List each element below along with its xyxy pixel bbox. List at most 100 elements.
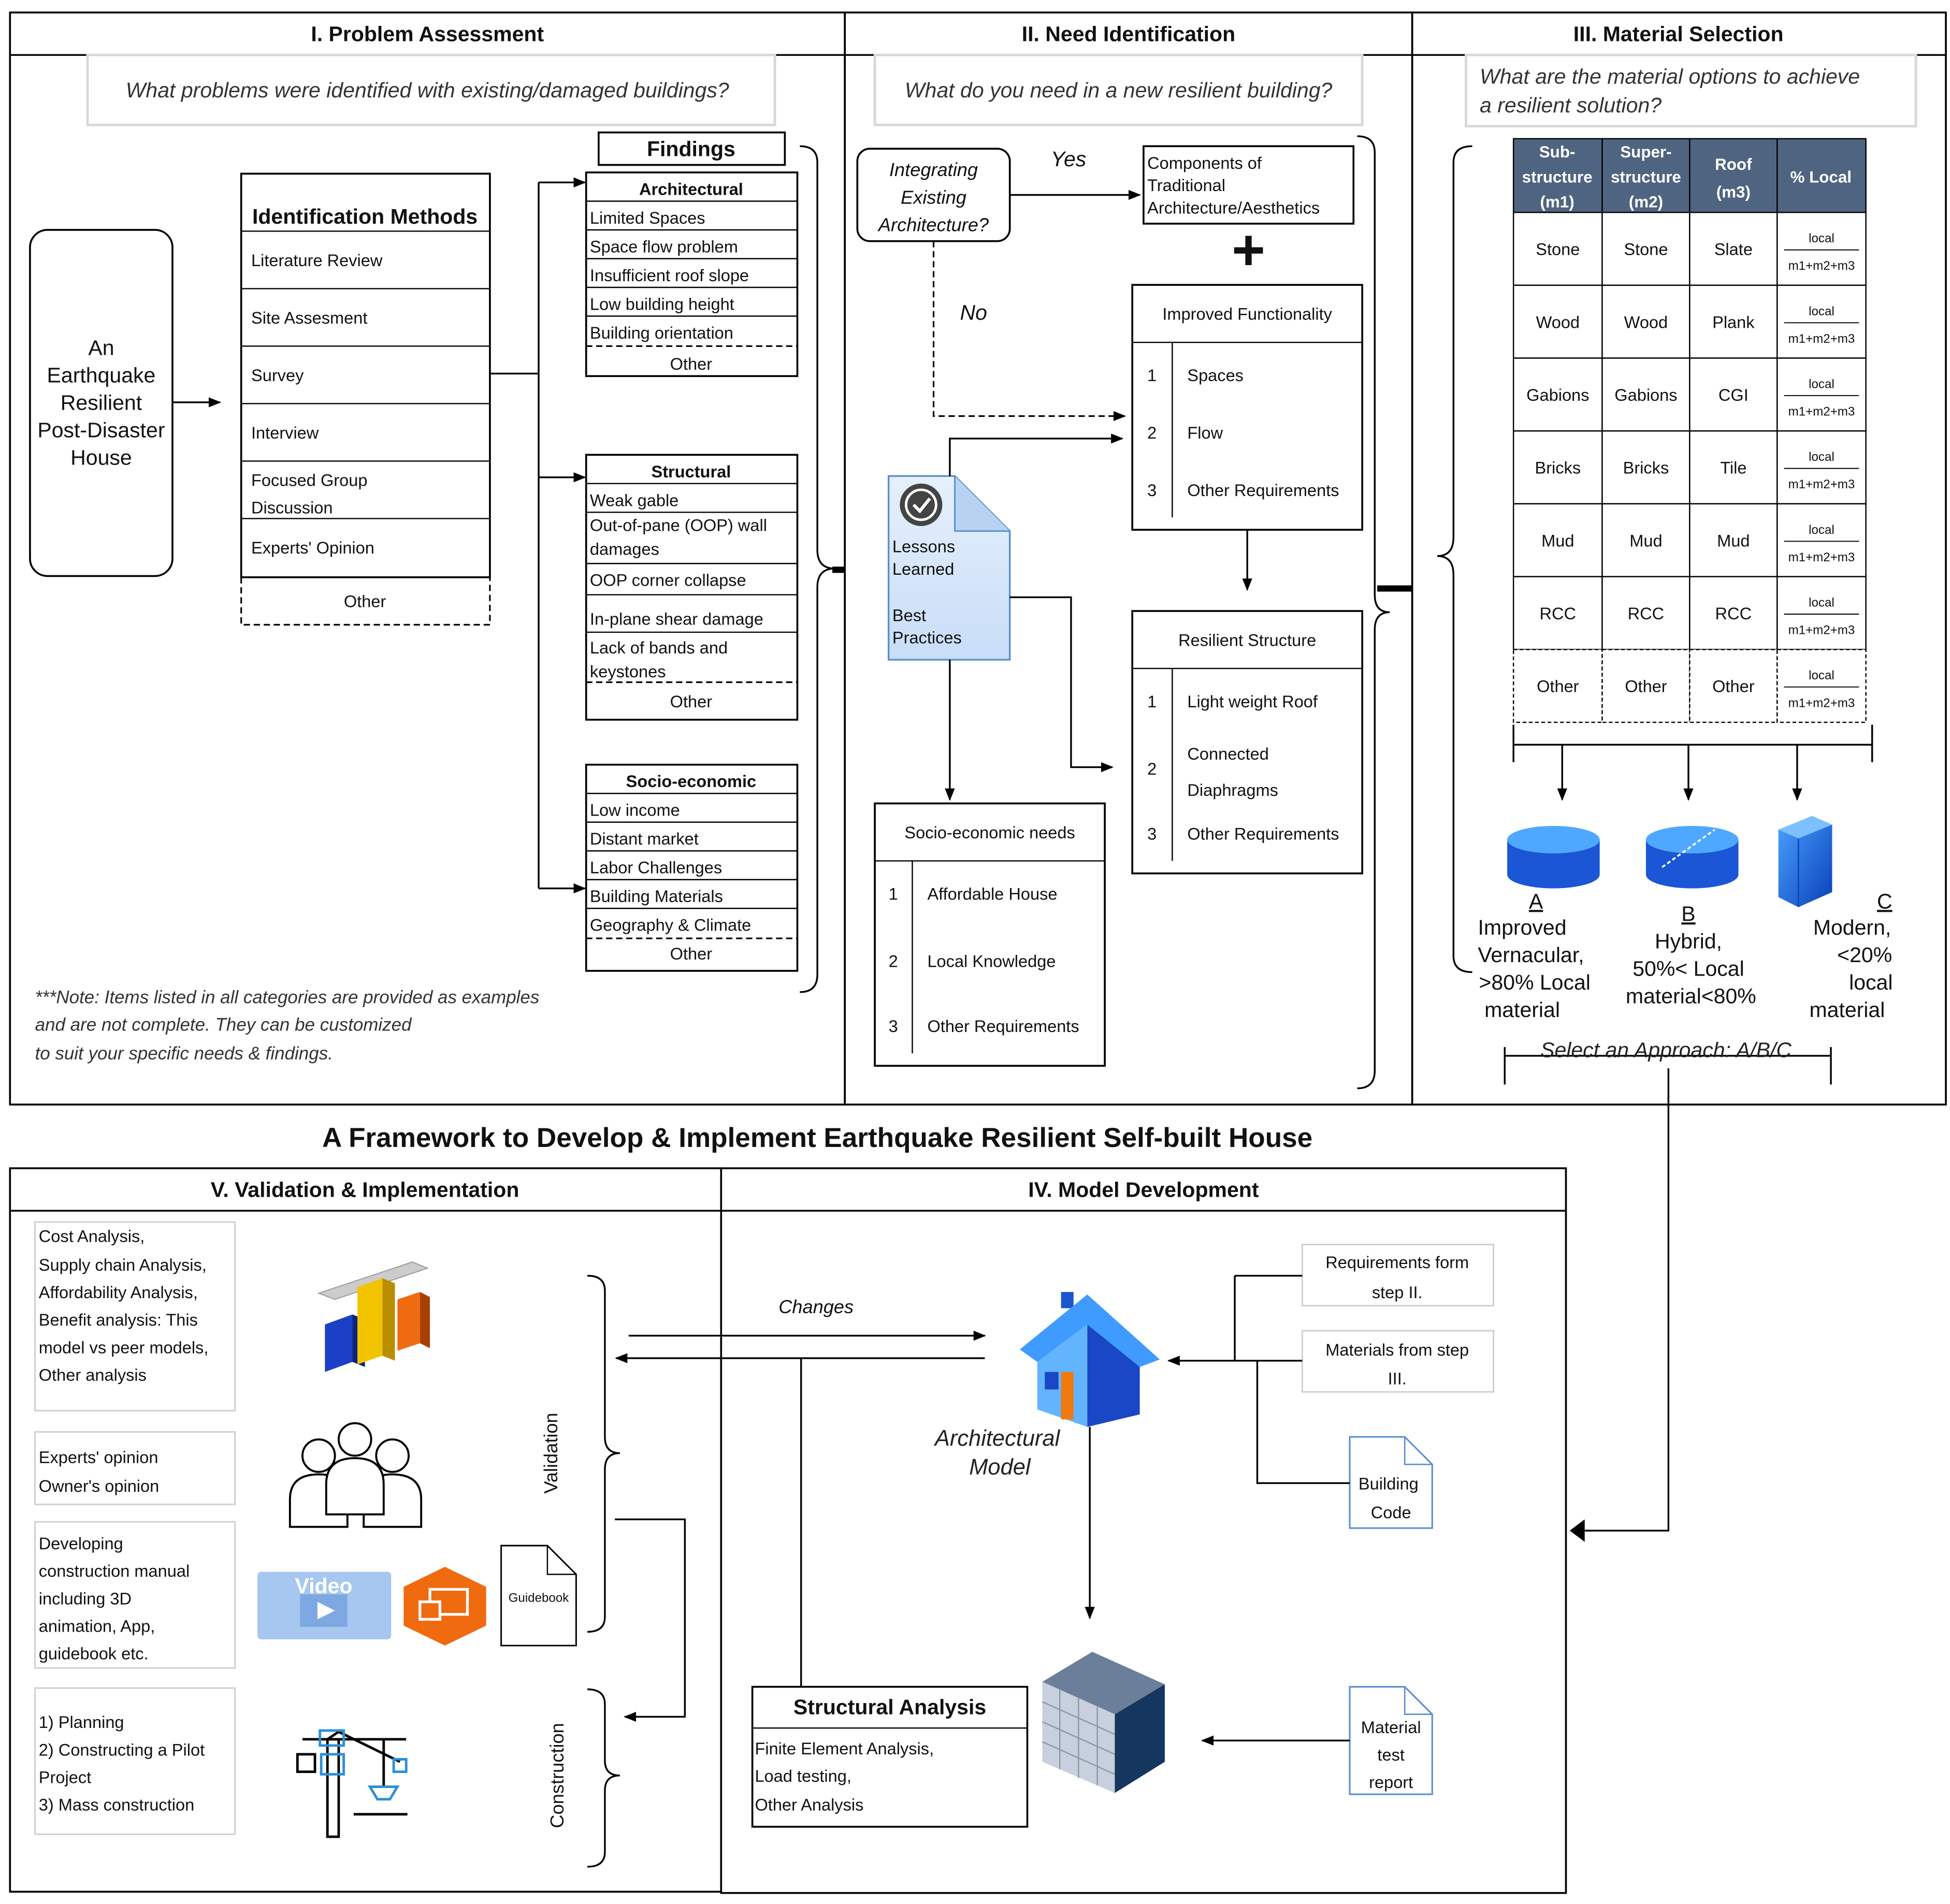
option-letter: B	[1681, 902, 1695, 925]
material-cell: Wood	[1624, 313, 1668, 331]
construction-text: 3) Mass construction	[39, 1795, 194, 1814]
item-number: 3	[1147, 481, 1157, 500]
option-text: Hybrid,	[1655, 929, 1722, 953]
table-cell	[1776, 430, 1867, 505]
components-text: Architecture/Aesthetics	[1147, 199, 1320, 217]
section-validation-implementation: V. Validation & Implementation Cost Anal…	[9, 1167, 723, 1893]
material-cell: Stone	[1536, 240, 1580, 259]
fraction-denominator: m1+m2+m3	[1788, 332, 1855, 346]
requirements-text: Requirements form	[1325, 1253, 1469, 1272]
video-icon: Video	[257, 1572, 392, 1639]
material-cell: Stone	[1624, 240, 1668, 259]
table-cell	[1776, 284, 1867, 359]
method-item: Literature Review	[251, 251, 383, 270]
need-item: Diaphragms	[1187, 781, 1278, 800]
section-title: III. Material Selection	[1573, 22, 1784, 46]
material-cell: Mud	[1541, 531, 1574, 550]
box-title: Resilient Structure	[1178, 631, 1316, 650]
note-line: ***Note: Items listed in all categories …	[35, 987, 540, 1008]
fraction-numerator: local	[1809, 450, 1835, 464]
finding-item: OOP corner collapse	[590, 571, 746, 590]
opinion-text: Experts' opinion	[39, 1448, 158, 1467]
socio-economic-needs: Socio-economic needs 1 2 3 Affordable Ho…	[874, 802, 1106, 1067]
finding-item: Labor Challenges	[590, 859, 722, 877]
manual-text: Developing	[39, 1534, 123, 1553]
start-text: Post-Disaster	[37, 418, 165, 442]
decision-text: Architecture?	[877, 214, 989, 235]
house-icon	[1020, 1292, 1160, 1427]
table-cell	[1689, 503, 1778, 577]
finding-item: damages	[590, 540, 659, 558]
fraction-numerator: local	[1809, 304, 1835, 318]
material-cell: RCC	[1715, 604, 1752, 623]
table-header: Roof	[1715, 155, 1752, 173]
section-need-identification: II. Need Identification What do you need…	[844, 11, 1413, 1106]
finding-item: Insufficient roof slope	[590, 266, 749, 285]
method-item: Survey	[251, 366, 304, 385]
doc-text: Best	[892, 606, 926, 624]
table-cell	[1776, 357, 1867, 432]
table-cell	[1512, 649, 1603, 723]
material-cell: Mud	[1629, 531, 1662, 550]
fraction-denominator: m1+m2+m3	[1788, 696, 1855, 710]
code-text: Code	[1371, 1503, 1411, 1522]
table-cell	[1512, 284, 1603, 359]
table-cell	[1776, 649, 1867, 723]
need-item: Spaces	[1187, 366, 1244, 385]
traditional-components-box	[1143, 145, 1355, 225]
analysis-text: Affordability Analysis,	[39, 1283, 198, 1302]
material-table: Sub- structure (m1) Super- structure (m2…	[1512, 138, 1867, 723]
diagram-title: A Framework to Develop & Implement Earth…	[322, 1123, 1312, 1153]
question-text: What problems were identified with exist…	[126, 78, 729, 102]
option-text: 50%< Local	[1633, 957, 1744, 981]
material-cell: Other	[1625, 677, 1667, 696]
construction-label: Construction	[546, 1723, 568, 1828]
material-cell: Wood	[1536, 313, 1580, 331]
analysis-text: Benefit analysis: This	[39, 1311, 198, 1329]
option-c: C Modern, <20% local material	[1809, 889, 1893, 1022]
test-text: Material	[1361, 1718, 1421, 1737]
need-item: Other Requirements	[927, 1017, 1079, 1036]
plus-sign: +	[1232, 218, 1265, 282]
bar-chart-icon	[317, 1261, 430, 1372]
need-item: Light weight Roof	[1187, 692, 1318, 711]
section-title: IV. Model Development	[1028, 1178, 1259, 1202]
analysis-text: Other analysis	[39, 1365, 147, 1384]
table-cell	[1601, 576, 1691, 650]
option-text: Vernacular,	[1478, 943, 1584, 967]
analysis-text: Cost Analysis,	[39, 1227, 145, 1246]
finding-item: Low building height	[590, 295, 734, 313]
option-letter: A	[1529, 889, 1543, 913]
table-cell	[1512, 503, 1603, 577]
section-title: I. Problem Assessment	[311, 22, 544, 46]
material-cell: Other	[1537, 677, 1579, 696]
finding-item: keystones	[590, 662, 666, 681]
table-cell	[1689, 430, 1778, 505]
table-header: Super-	[1620, 143, 1671, 161]
analysis-box	[34, 1221, 236, 1412]
finding-item: Limited Spaces	[590, 209, 705, 227]
doc-text: Lessons	[892, 537, 955, 556]
start-text: House	[70, 446, 132, 470]
table-cell	[1689, 649, 1778, 723]
note-line: to suit your specific needs & findings.	[35, 1043, 333, 1064]
option-text: material	[1809, 998, 1885, 1022]
material-cell: Mud	[1717, 531, 1750, 550]
table-cell	[1689, 212, 1778, 286]
fraction-denominator: m1+m2+m3	[1788, 550, 1855, 564]
question-text: a resilient solution?	[1480, 93, 1662, 117]
improved-functionality: Improved Functionality 1 2 3 Spaces Flow…	[1131, 284, 1363, 531]
needs-brace	[1357, 135, 1390, 1089]
findings-title-box	[598, 131, 786, 166]
decision-text: Existing	[901, 186, 966, 208]
option-text: Modern,	[1813, 915, 1891, 939]
database-cylinder-icon	[1507, 825, 1600, 889]
box-title: Improved Functionality	[1162, 305, 1332, 324]
table-header: Sub-	[1539, 143, 1576, 161]
finding-item: Out-of-pane (OOP) wall	[590, 516, 767, 535]
no-label: No	[960, 301, 987, 325]
method-item: Experts' Opinion	[251, 539, 374, 557]
start-text: Earthquake	[47, 363, 156, 387]
table-cell	[1512, 576, 1603, 650]
method-item: Site Assesment	[251, 309, 367, 327]
